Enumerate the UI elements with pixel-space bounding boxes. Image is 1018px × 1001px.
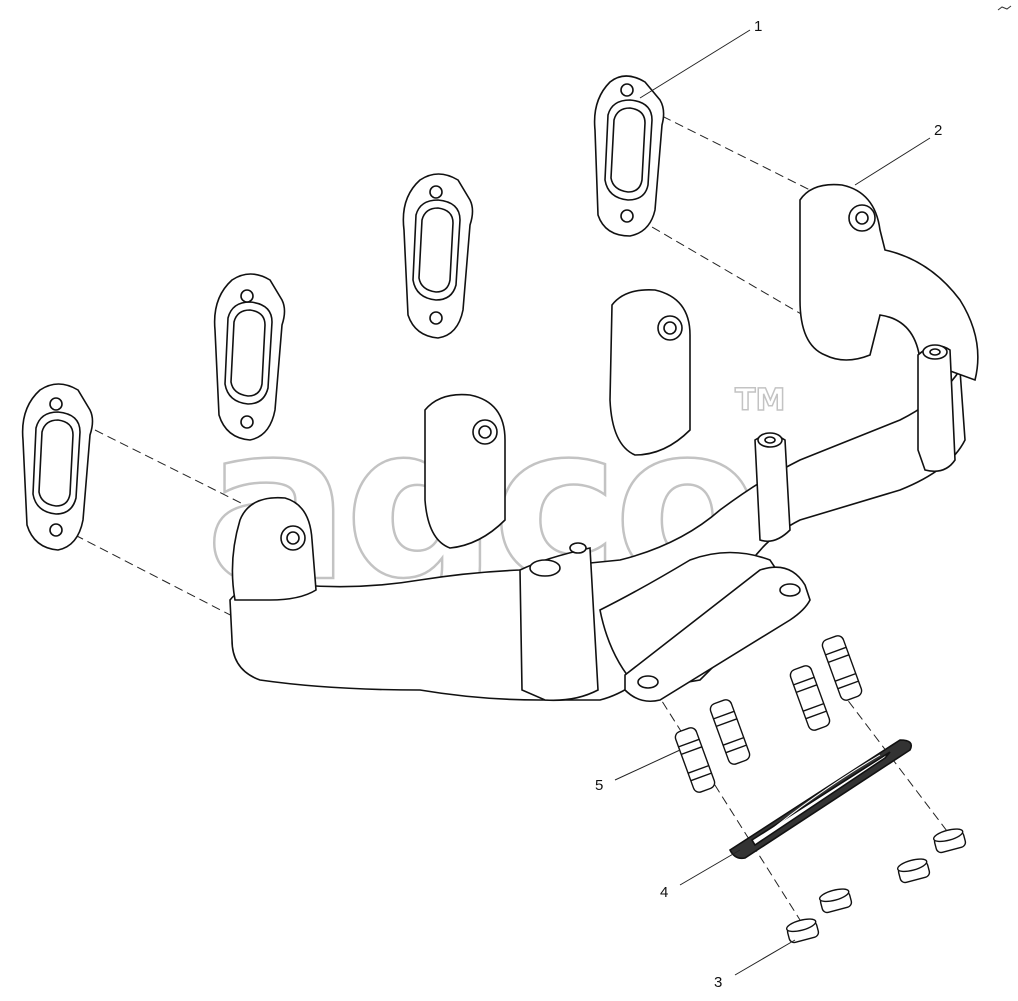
callout-2: 2 — [934, 122, 942, 139]
corner-mark-icon — [997, 5, 1012, 11]
nuts — [785, 828, 967, 944]
gasket-port-2 — [213, 273, 286, 441]
port-gaskets — [21, 75, 665, 551]
gasket-port-4 — [593, 75, 665, 237]
nut — [785, 918, 820, 944]
stud — [674, 727, 716, 793]
stud — [821, 635, 863, 701]
exhaust-manifold — [229, 183, 979, 703]
outlet-gasket — [728, 739, 913, 860]
stud — [709, 699, 751, 765]
callout-5: 5 — [595, 777, 603, 794]
nut — [818, 888, 853, 914]
assembly-lines — [74, 109, 951, 921]
studs — [674, 635, 863, 793]
watermark-tm: TM — [735, 383, 785, 418]
callout-3: 3 — [714, 974, 722, 991]
gasket-port-3 — [402, 173, 474, 339]
stud — [789, 665, 831, 731]
callout-4: 4 — [660, 884, 668, 901]
nut — [896, 858, 931, 884]
gasket-port-1 — [21, 383, 94, 551]
leader-lines — [614, 29, 931, 976]
callouts: 1 2 3 4 5 — [595, 18, 942, 991]
nut — [932, 828, 967, 854]
callout-1: 1 — [754, 18, 762, 35]
